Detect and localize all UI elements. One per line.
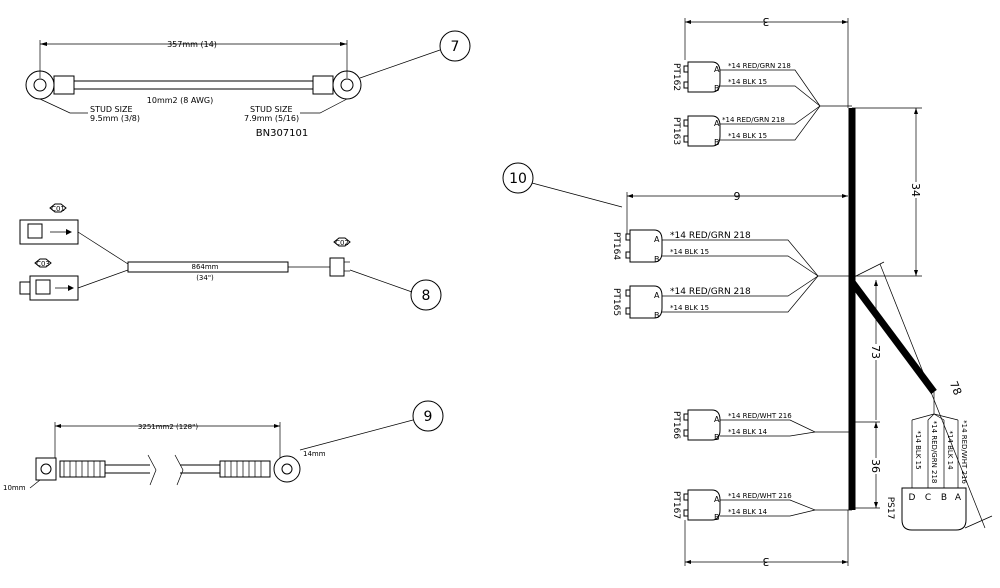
svg-text:B: B	[941, 493, 947, 503]
dim-78: 78	[947, 379, 964, 397]
item8-length: 864mm	[192, 263, 219, 271]
dim-mid: 6	[734, 189, 741, 202]
item8-c02-label: C02	[335, 239, 349, 247]
svg-text:*14 BLK 15: *14 BLK 15	[914, 430, 922, 469]
item-8-harness: C01 C03 864mm (34") C02 8	[19, 203, 442, 311]
svg-text:*14 BLK 15: *14 BLK 15	[670, 248, 709, 256]
dim-34: 34	[909, 183, 922, 197]
item8-c03-label: C03	[36, 260, 50, 268]
item9-left-end: 10mm	[3, 484, 26, 492]
svg-text:*14 BLK 14: *14 BLK 14	[728, 428, 768, 436]
callout-7: 7	[451, 39, 460, 55]
item-9-cable: 3251mm2 (128") 10mm 14mm 9	[3, 400, 444, 492]
svg-text:*14 BLK 15: *14 BLK 15	[728, 132, 767, 140]
item7-cable-size: 10mm2 (8 AWG)	[147, 96, 213, 105]
svg-text:*14 RED/GRN 218: *14 RED/GRN 218	[930, 421, 938, 484]
svg-text:D: D	[909, 493, 916, 503]
svg-text:B: B	[714, 84, 720, 93]
pt166-label: PT166	[671, 411, 681, 439]
item-7-battery-cable: 357mm (14) 10mm2 (8 AWG) STUD SIZE 9.5mm…	[25, 30, 471, 139]
svg-text:B: B	[714, 138, 720, 147]
item7-part-number: BN307101	[256, 128, 309, 139]
dim-top: 3	[763, 15, 770, 28]
pt162-label: PT162	[671, 63, 681, 91]
connector-pt166: A B PT166 *14 RED/WHT 216 *14 BLK 14	[671, 409, 852, 442]
dim-36: 36	[869, 459, 882, 473]
pt163-label: PT163	[671, 117, 681, 145]
svg-text:A: A	[955, 493, 962, 503]
item-10-harness: 10 3 6 3 34 73	[502, 15, 993, 568]
item8-c01-label: C01	[51, 205, 65, 213]
item7-stud-left-title: STUD SIZE	[90, 105, 133, 114]
svg-text:*14 RED/GRN 218: *14 RED/GRN 218	[670, 287, 751, 297]
svg-text:A: A	[714, 495, 720, 504]
svg-text:*14 BLK 15: *14 BLK 15	[728, 78, 767, 86]
svg-text:A: A	[714, 65, 720, 74]
svg-text:A: A	[714, 415, 720, 424]
item7-length-dim: 357mm (14)	[167, 40, 217, 49]
svg-text:B: B	[714, 513, 720, 522]
svg-text:A: A	[654, 291, 660, 300]
pt164-label: PT164	[611, 232, 621, 260]
svg-text:B: B	[654, 311, 660, 320]
item8-length-in: (34")	[196, 274, 214, 282]
item9-right-end: 14mm	[303, 450, 326, 458]
svg-text:*14 BLK 15: *14 BLK 15	[670, 304, 709, 312]
pt165-label: PT165	[611, 288, 621, 316]
ps17-label: PS17	[885, 497, 895, 520]
callout-8: 8	[422, 288, 431, 304]
connector-pt164: A B PT164 *14 RED/GRN 218 *14 BLK 15	[611, 229, 852, 277]
item7-stud-right-size: 7.9mm (5/16)	[244, 114, 299, 123]
dim-bottom: 3	[763, 555, 770, 568]
svg-text:*14 RED/WHT 216: *14 RED/WHT 216	[728, 492, 792, 500]
callout-10: 10	[509, 171, 527, 187]
svg-text:*14 RED/WHT 216: *14 RED/WHT 216	[728, 412, 792, 420]
pt167-label: PT167	[671, 491, 681, 519]
connector-pt165: A B PT165 *14 RED/GRN 218 *14 BLK 15	[611, 275, 819, 320]
svg-text:B: B	[654, 255, 660, 264]
svg-text:*14 RED/GRN 218: *14 RED/GRN 218	[722, 116, 785, 124]
connector-pt167: A B PT167 *14 RED/WHT 216 *14 BLK 14	[671, 489, 852, 522]
dim-73: 73	[869, 345, 882, 359]
connector-pt163: A B PT163 *14 RED/GRN 218 *14 BLK 15	[671, 105, 821, 147]
item9-length: 3251mm2 (128")	[138, 423, 198, 431]
callout-9: 9	[424, 409, 433, 425]
item7-stud-left-size: 9.5mm (3/8)	[90, 114, 140, 123]
svg-text:*14 RED/WHT 216: *14 RED/WHT 216	[960, 420, 968, 484]
svg-text:A: A	[714, 119, 720, 128]
svg-text:A: A	[654, 235, 660, 244]
svg-text:*14 BLK 14: *14 BLK 14	[728, 508, 768, 516]
item7-stud-right-title: STUD SIZE	[250, 105, 293, 114]
connector-pt162: A B PT162 *14 RED/GRN 218 *14 BLK 15	[671, 61, 852, 107]
connector-ps17: *14 BLK 15 *14 RED/GRN 218 *14 BLK 14 *1…	[885, 392, 968, 531]
svg-text:*14 RED/GRN 218: *14 RED/GRN 218	[670, 231, 751, 241]
svg-text:*14 BLK 14: *14 BLK 14	[946, 430, 954, 470]
svg-text:B: B	[714, 433, 720, 442]
svg-text:*14 RED/GRN 218: *14 RED/GRN 218	[728, 62, 791, 70]
svg-text:C: C	[925, 493, 931, 503]
